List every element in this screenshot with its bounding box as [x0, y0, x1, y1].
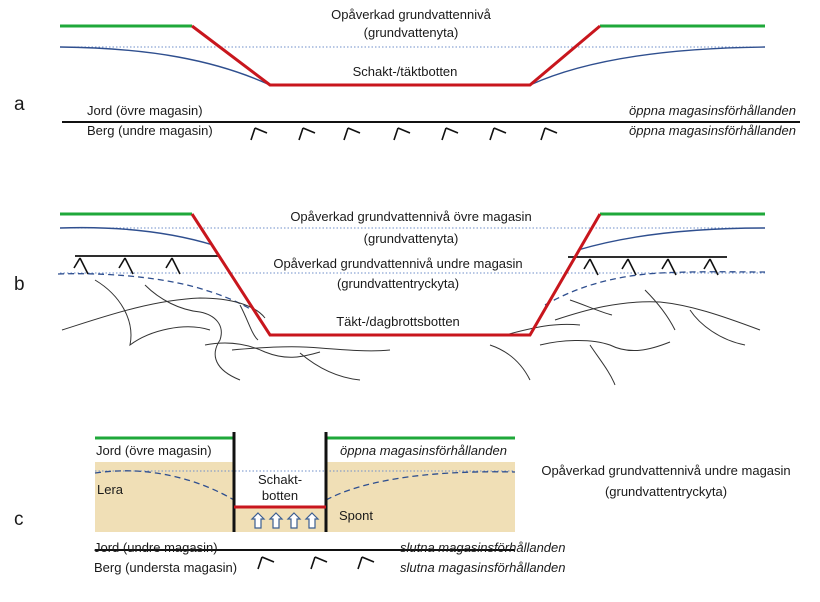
panel-b-upper-water-table — [59, 226, 766, 251]
panel-a-rock-condition: öppna magasinsförhållanden — [629, 123, 796, 138]
panel-c-clay-label: Lera — [97, 482, 124, 497]
panel-a-title-line1: Opåverkad grundvattennivå — [331, 7, 491, 22]
panel-a-excavation — [191, 24, 601, 87]
panel-c-rock-label: Berg (understa magasin) — [94, 560, 237, 575]
panel-c: c Jord (övre magas — [14, 432, 791, 575]
panel-c-bottom-line1: Schakt- — [258, 472, 302, 487]
panel-c-level-line1: Opåverkad grundvattennivå undre magasin — [541, 463, 790, 478]
uplift-arrow-icon — [286, 512, 302, 529]
panel-a-title-line2: (grundvattenyta) — [364, 25, 459, 40]
panel-b-upper-level-line1: Opåverkad grundvattennivå övre magasin — [290, 209, 531, 224]
panel-c-sheet-pile-label: Spont — [339, 508, 373, 523]
panel-c-level-line2: (grundvattentryckyta) — [605, 484, 727, 499]
panel-a-bedrock-symbols — [250, 127, 558, 141]
uplift-arrow-icon — [304, 512, 320, 529]
panel-a-water-table — [59, 46, 766, 86]
panel-a-letter: a — [14, 94, 25, 115]
panel-a-soil-condition: öppna magasinsförhållanden — [629, 103, 796, 118]
panel-a-soil-label: Jord (övre magasin) — [87, 103, 203, 118]
panel-b-bedrock-symbols — [73, 257, 719, 276]
panel-b-excavation — [190, 213, 602, 337]
panel-b: b — [14, 209, 766, 386]
panel-a: a Opåverkad grundvattennivå (grundvatten… — [14, 7, 800, 141]
panel-c-bedrock-symbols — [257, 556, 375, 570]
panel-c-lower-soil-condition: slutna magasinsförhållanden — [400, 540, 566, 555]
panel-c-lower-soil-label: Jord (undre magasin) — [94, 540, 218, 555]
panel-c-letter: c — [14, 509, 24, 530]
panel-c-bottom-line2: botten — [262, 488, 298, 503]
panel-b-rock-fractures — [61, 279, 761, 386]
panel-b-upper-level-line2: (grundvattenyta) — [364, 231, 459, 246]
panel-a-rock-label: Berg (undre magasin) — [87, 123, 213, 138]
panel-b-bottom-label: Täkt-/dagbrottsbotten — [336, 314, 460, 329]
panel-a-bottom-label: Schakt-/täktbotten — [353, 64, 458, 79]
panel-b-lower-level-line1: Opåverkad grundvattennivå undre magasin — [273, 256, 522, 271]
uplift-arrow-icon — [268, 512, 284, 529]
panel-b-lower-level-line2: (grundvattentryckyta) — [337, 276, 459, 291]
panel-b-letter: b — [14, 274, 25, 295]
panel-c-rock-condition: slutna magasinsförhållanden — [400, 560, 566, 575]
panel-c-soil-condition: öppna magasinsförhållanden — [340, 443, 507, 458]
uplift-arrow-icon — [250, 512, 266, 529]
panel-c-uplift-arrows — [250, 512, 320, 529]
panel-c-pressure-surface — [94, 470, 516, 501]
panel-c-soil-label: Jord (övre magasin) — [96, 443, 212, 458]
panel-c-pit-opening — [234, 432, 326, 507]
